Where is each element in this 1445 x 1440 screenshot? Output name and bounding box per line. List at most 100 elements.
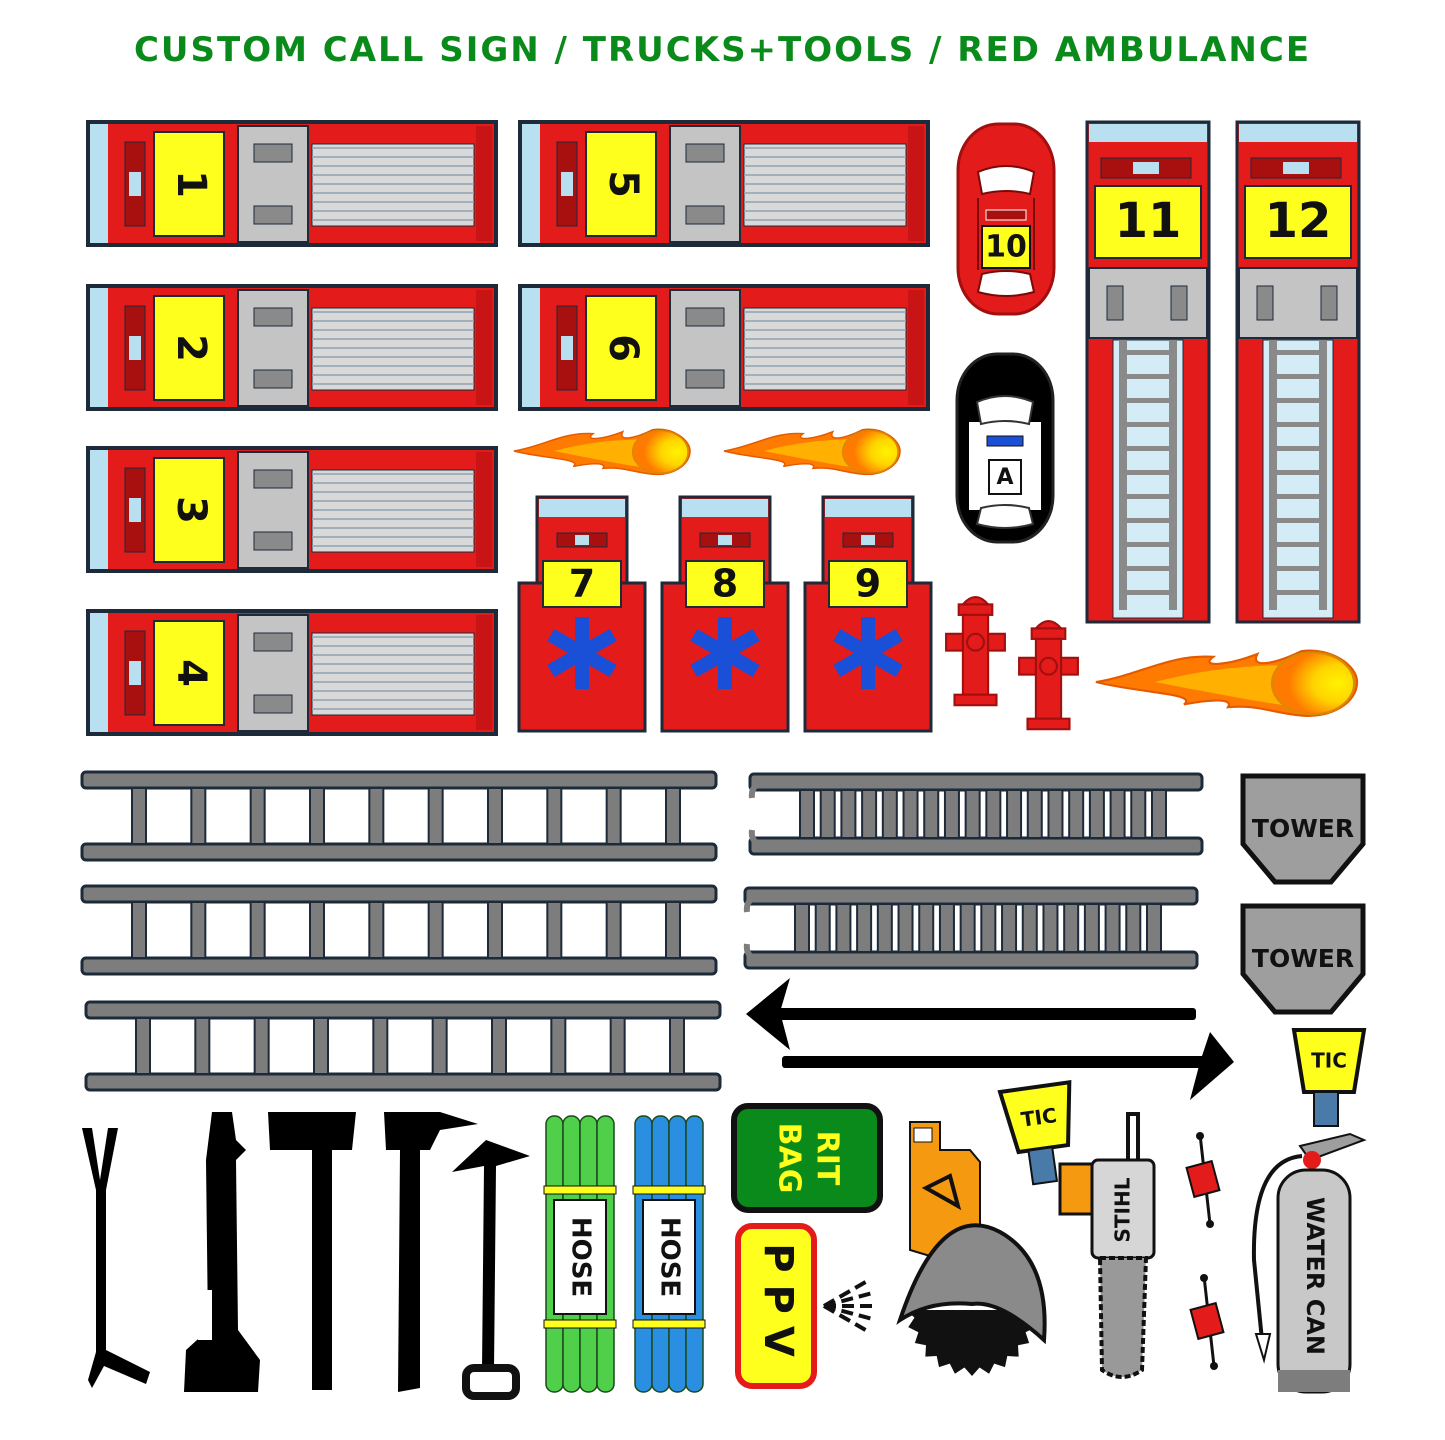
hose-icon[interactable]: HOSE — [543, 1115, 617, 1393]
ladder-rung — [665, 787, 681, 845]
ladder-rail — [748, 772, 1204, 792]
extinguisher-gauge — [1303, 1151, 1321, 1169]
ladder-rung — [1127, 542, 1169, 547]
ladder-rung — [1125, 903, 1142, 953]
ladder-rung — [799, 789, 815, 839]
axe-icon[interactable] — [268, 1112, 356, 1390]
light-bar-lens — [861, 535, 875, 545]
fire-hydrant-icon[interactable] — [1018, 620, 1079, 731]
windshield — [522, 124, 540, 243]
chainsaw-icon[interactable]: STIHL — [1058, 1112, 1156, 1379]
compartment-top — [253, 143, 293, 163]
fire-hydrant-icon[interactable] — [945, 596, 1006, 707]
ladder-rung — [876, 903, 893, 953]
car-windshield — [975, 395, 1035, 426]
bolt-cutter-icon[interactable] — [184, 1112, 260, 1392]
ladder-icon[interactable] — [80, 884, 718, 976]
ladder-rung — [135, 1017, 151, 1075]
ladder-rung — [131, 901, 147, 959]
saw-icon[interactable] — [896, 1121, 1047, 1376]
spanner-wrench-icon[interactable] — [1189, 1274, 1225, 1370]
call-sign-plate — [585, 131, 657, 237]
compartment-bottom — [685, 369, 725, 389]
windshield — [825, 499, 911, 517]
pike-pole-icon[interactable] — [782, 1032, 1234, 1100]
tail-light — [476, 615, 492, 730]
ambulance-sticker[interactable]: 9 — [803, 495, 933, 733]
hydrant-nozzle — [1018, 656, 1037, 676]
ladder-rung — [431, 1017, 448, 1075]
ladder-rail — [1169, 340, 1177, 610]
extinguisher-nozzle — [1254, 1333, 1272, 1364]
ladder-icon[interactable] — [84, 1000, 722, 1092]
ladder-icon[interactable] — [80, 770, 718, 862]
windshield — [90, 613, 108, 732]
fire-engine-sticker[interactable]: 3 — [86, 446, 498, 573]
spanner-wrench-icon[interactable] — [1185, 1132, 1221, 1228]
ladder-rung — [372, 1017, 389, 1075]
fire-engine-sticker[interactable]: 4 — [86, 609, 498, 736]
windshield — [90, 288, 108, 407]
ppv-airflow — [823, 1304, 877, 1322]
call-sign-letter: A — [996, 465, 1013, 490]
ladder-rung — [835, 903, 852, 953]
flame-icon — [723, 428, 901, 476]
call-sign-number: 10 — [985, 230, 1027, 265]
ladder-rung — [609, 1017, 626, 1075]
light-bar — [986, 435, 1024, 447]
fire-engine-sticker[interactable]: 5 — [518, 120, 930, 247]
compartment — [1170, 285, 1188, 321]
tower-sign-sticker[interactable]: TOWER — [1240, 773, 1366, 885]
fire-engine-sticker[interactable]: 1 — [86, 120, 498, 247]
ladder-rung — [253, 1017, 270, 1075]
police-car-sticker[interactable]: A — [955, 352, 1055, 544]
extinguisher-icon[interactable]: WATER CAN — [1251, 1132, 1367, 1394]
light-bar-lens — [718, 535, 732, 545]
ladder-rung — [985, 789, 1002, 839]
ladder-rail — [80, 884, 718, 904]
axe-gap — [198, 1290, 212, 1340]
halligan-icon[interactable] — [82, 1128, 150, 1388]
tail-light — [476, 452, 492, 567]
star-arm — [833, 628, 903, 678]
ladder-truck-sticker[interactable]: 11 — [1085, 120, 1211, 624]
ambulance-sticker[interactable]: 8 — [660, 495, 790, 733]
ladder-icon[interactable] — [743, 886, 1199, 970]
hose-icon[interactable]: HOSE — [632, 1115, 706, 1393]
pike-pole-icon[interactable] — [746, 978, 1196, 1050]
spanner-end — [1196, 1132, 1204, 1140]
ladder-rung — [309, 787, 325, 845]
ladder-rung — [840, 789, 857, 839]
ladder-rung — [1277, 470, 1319, 475]
ladder-rail — [84, 1000, 722, 1020]
fire-engine-sticker[interactable]: 6 — [518, 284, 930, 411]
ladder-rung — [1127, 470, 1169, 475]
thermal-camera-icon[interactable]: TIC — [1291, 1028, 1367, 1127]
ambulance-sticker[interactable]: 7 — [517, 495, 647, 733]
ladder-icon[interactable] — [748, 772, 1204, 856]
ladder-rung — [1083, 903, 1100, 953]
ladder-rung — [427, 787, 444, 845]
thermal-camera-icon[interactable]: TIC — [997, 1079, 1083, 1187]
hydrant-port — [966, 632, 985, 652]
spanner-end — [1210, 1362, 1218, 1370]
tower-sign-sticker[interactable]: TOWER — [1240, 903, 1366, 1015]
hydrant-cap — [1033, 620, 1064, 630]
ladder-truck-sticker[interactable]: 12 — [1235, 120, 1361, 624]
flame-core — [841, 429, 899, 474]
ladder-rung — [943, 789, 960, 839]
ladder-rung — [1104, 903, 1121, 953]
windshield — [1239, 124, 1357, 142]
pickhead-axe-icon[interactable] — [384, 1112, 478, 1392]
ladder-rung — [1277, 566, 1319, 571]
pike-hook-icon[interactable] — [452, 1140, 530, 1400]
ladder-rung — [1127, 350, 1169, 355]
compartment-bottom — [253, 205, 293, 225]
tail-light — [908, 290, 924, 405]
fan-icon[interactable]: PPV — [735, 1223, 878, 1389]
chief-car-sticker[interactable]: 10 — [956, 122, 1056, 316]
fire-engine-sticker[interactable]: 2 — [86, 284, 498, 411]
compartment-bottom — [253, 531, 293, 551]
